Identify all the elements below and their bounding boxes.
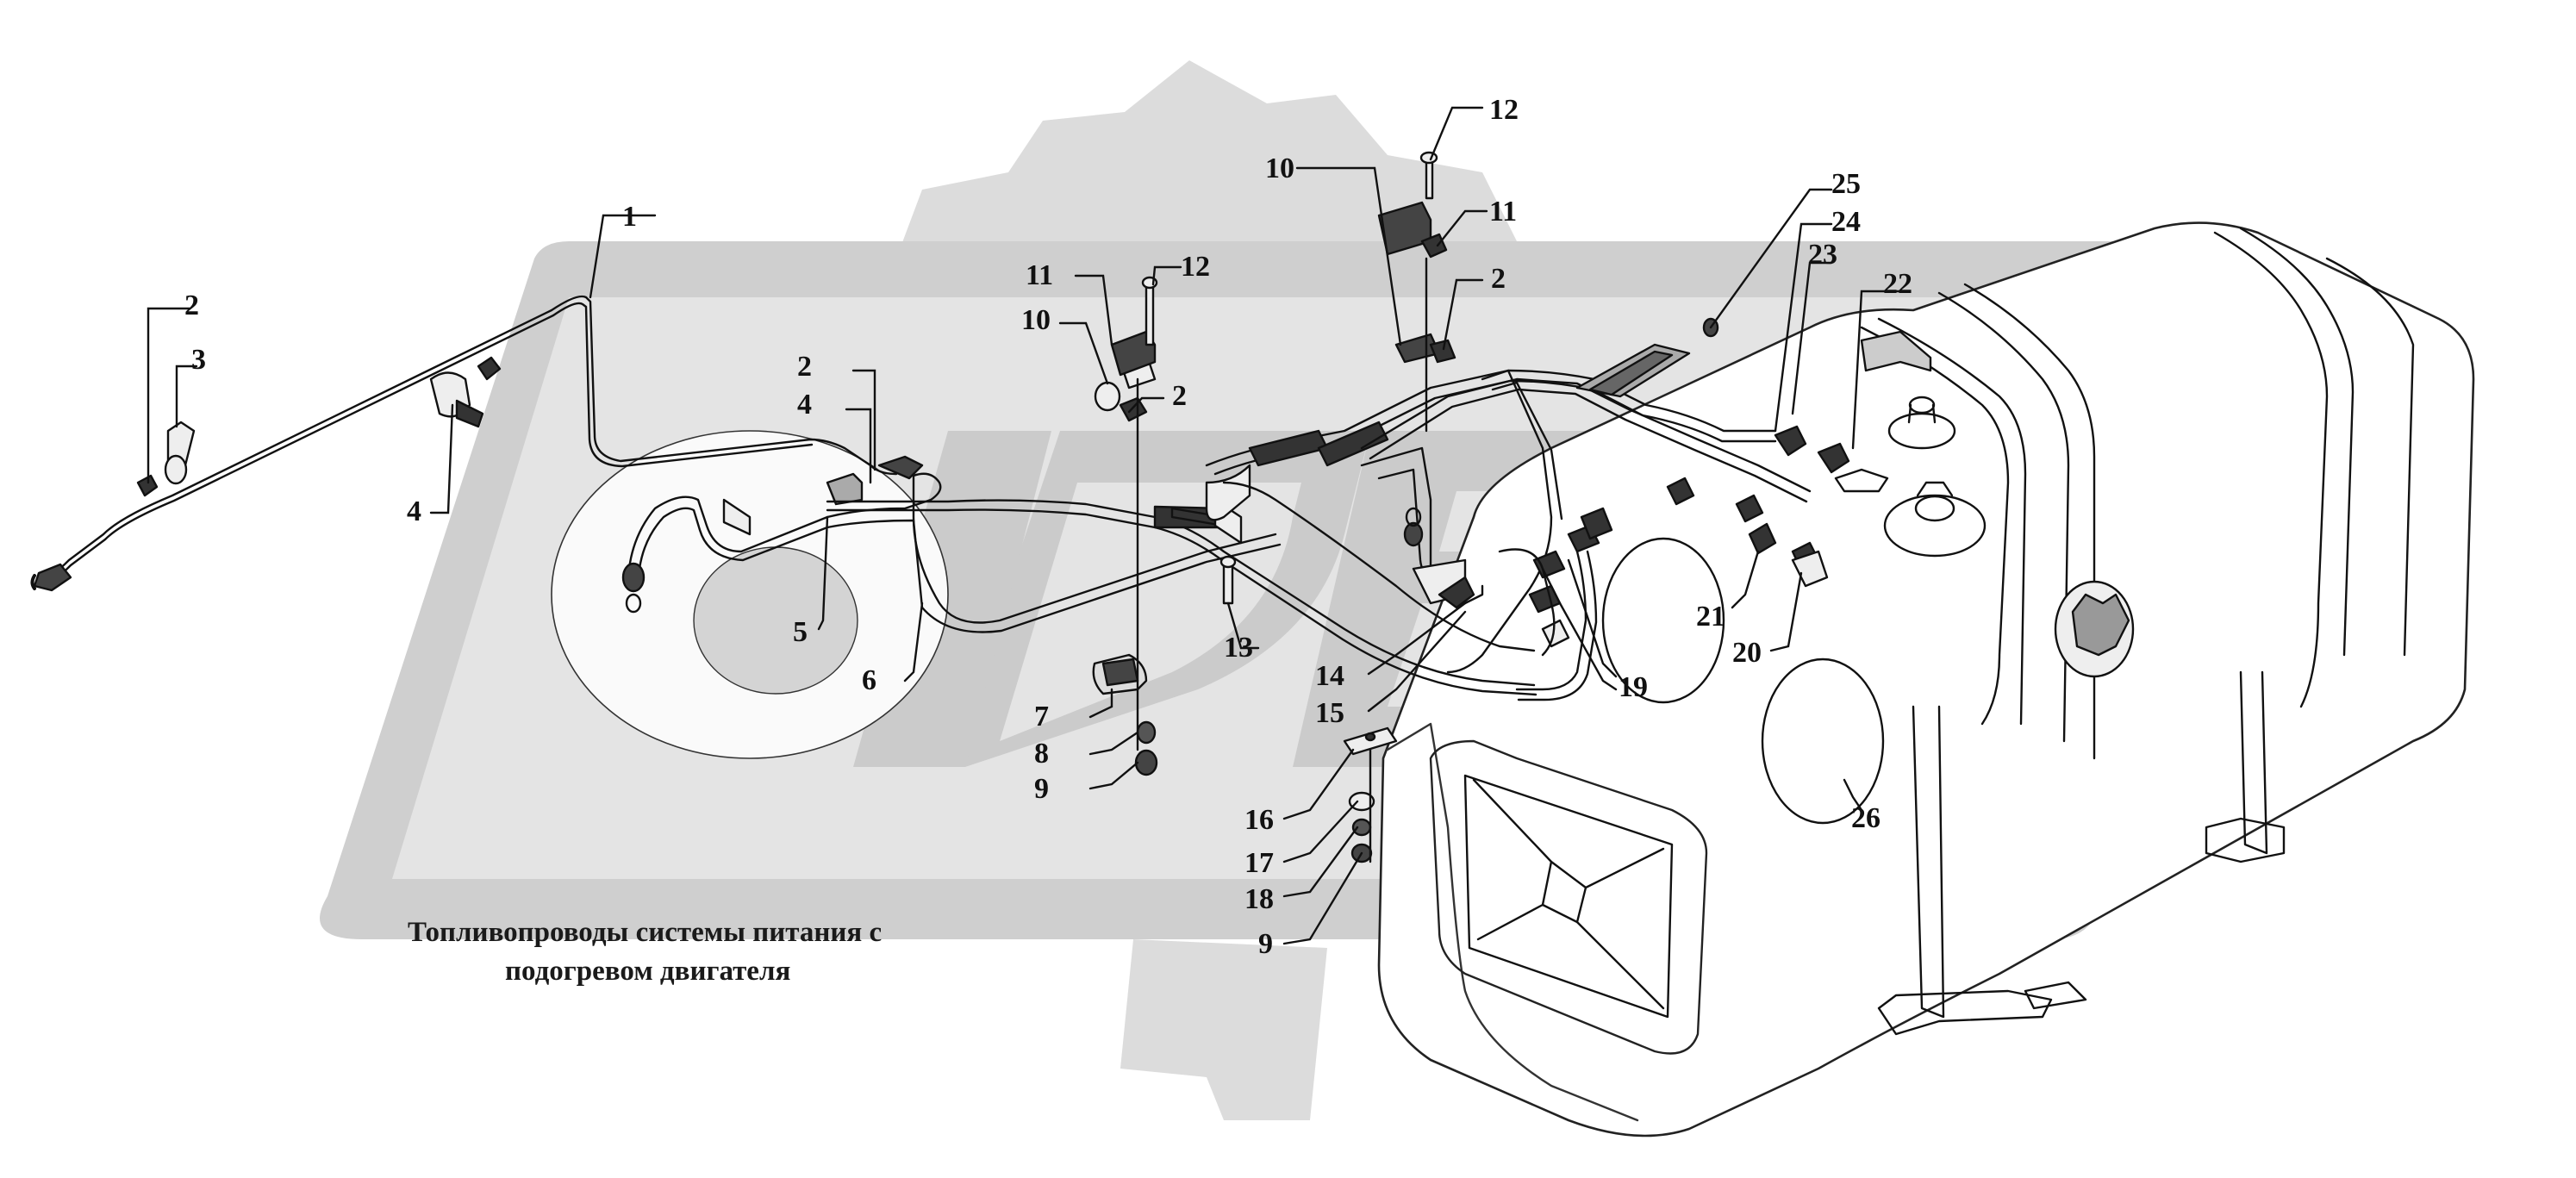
pipe-6 [627,472,1277,624]
callout-8: 8 [1034,738,1049,770]
callout-2: 2 [1491,263,1506,295]
callout-12: 12 [1489,94,1519,126]
callout-4: 4 [797,389,812,421]
callout-11: 11 [1026,259,1053,291]
callout-14: 14 [1315,660,1344,692]
callout-16: 16 [1244,804,1274,836]
callout-12: 12 [1181,251,1210,283]
drawing-lines [30,151,2475,1137]
pipe-1 [41,295,898,581]
callout-labels: 1 2 3 4 2 4 5 6 11 12 10 2 7 8 9 13 10 1… [184,94,1912,960]
callout-9: 9 [1034,773,1049,805]
callout-10: 10 [1265,153,1294,184]
callout-22: 22 [1883,268,1912,300]
callout-3: 3 [191,344,206,376]
callout-13: 13 [1224,632,1253,664]
callout-7: 7 [1034,701,1049,732]
caption-line-1: Топливопроводы системы питания с [408,917,883,948]
callout-1: 1 [622,201,637,233]
caption-line-2: подогревом двигателя [505,956,791,987]
callout-2: 2 [184,290,199,321]
callout-24: 24 [1831,206,1861,238]
callout-9: 9 [1258,928,1273,960]
callout-25: 25 [1831,168,1861,200]
callout-4: 4 [407,496,421,527]
callout-21: 21 [1696,601,1725,633]
callout-19: 19 [1619,671,1648,703]
callout-23: 23 [1808,239,1837,271]
callout-10: 10 [1021,304,1051,336]
callout-2: 2 [1172,380,1187,412]
callout-17: 17 [1244,847,1274,879]
fuel-tank [1377,221,2475,1137]
callout-26: 26 [1851,802,1881,834]
callout-20: 20 [1732,637,1762,669]
callout-18: 18 [1244,883,1274,915]
callout-15: 15 [1315,697,1344,729]
callout-6: 6 [862,664,876,696]
callout-11: 11 [1489,196,1517,227]
callout-2: 2 [797,351,812,383]
callout-5: 5 [793,616,808,648]
leader-lines [147,106,1902,945]
